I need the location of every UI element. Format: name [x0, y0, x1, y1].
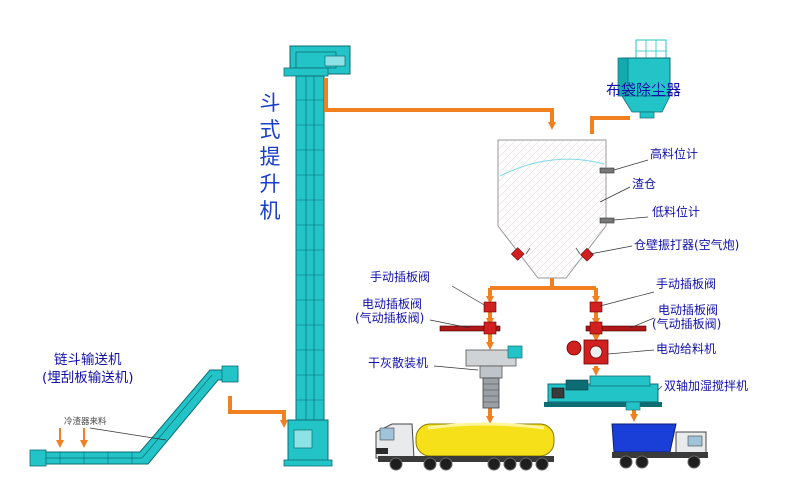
dry-ash-loader-label: 干灰散装机 [368, 356, 429, 370]
rotary-feeder-icon [566, 339, 609, 365]
manual-gate-valve-left-label: 手动插板阀 [370, 270, 431, 284]
bucket-elevator-icon [283, 45, 351, 467]
cooler-feed-label: 冷渣器来料 [64, 417, 107, 427]
chain-conveyor-label-2: (埋刮板输送机) [42, 370, 134, 386]
electric-gate-valve-left-label-1: 电动插板阀 [362, 297, 423, 311]
gate-valve-icon [439, 301, 647, 335]
slag-bin-icon [497, 139, 615, 279]
electric-feeder-label: 电动给料机 [656, 342, 717, 356]
bag-filter-icon [617, 39, 671, 119]
high-level-meter-label: 高料位计 [650, 147, 699, 161]
electric-gate-valve-right-label-1: 电动插板阀 [658, 303, 719, 317]
chain-conveyor-icon [29, 365, 239, 467]
mixer-icon [544, 375, 662, 411]
slag-bin-label: 渣仓 [632, 177, 657, 191]
dry-ash-loader-icon [465, 345, 523, 409]
leader-lines [89, 159, 663, 441]
dump-truck-icon [611, 423, 708, 469]
manual-gate-valve-right-label: 手动插板阀 [656, 277, 717, 291]
low-level-meter-label: 低料位计 [652, 205, 701, 219]
electric-gate-valve-left-label-2: (气动插板阀) [355, 311, 425, 325]
chain-conveyor-label-1: 链斗输送机 [54, 352, 122, 368]
tanker-truck-icon [375, 422, 555, 471]
bin-vibrator-label: 仓壁振打器(空气炮) [634, 238, 740, 252]
electric-gate-valve-right-label-2: (气动插板阀) [652, 317, 722, 331]
twin-shaft-mixer-label: 双轴加湿搅拌机 [664, 379, 749, 393]
bag-filter-label: 布袋除尘器 [606, 81, 682, 99]
bucket-elevator-label: 斗式提升机 [259, 91, 281, 223]
flow-arrows [228, 78, 638, 428]
cooler-feed-arrows [56, 428, 88, 448]
